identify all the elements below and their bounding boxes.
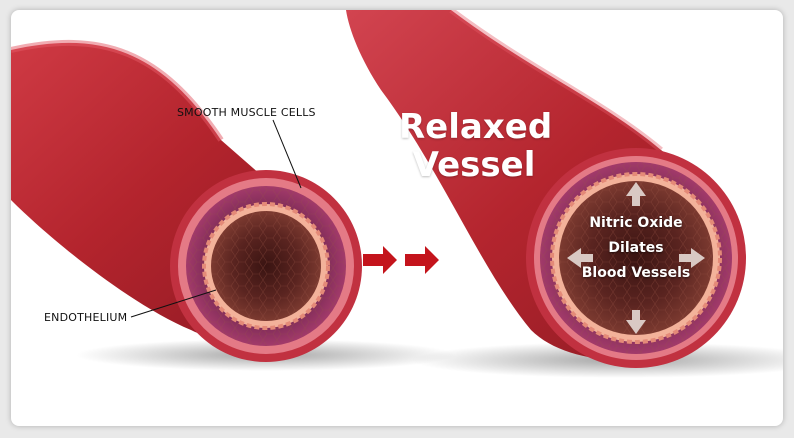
- left-cross-section: [170, 170, 362, 362]
- arrow-right-icon: [679, 248, 705, 268]
- arrow-left-icon: [567, 248, 593, 268]
- smooth-muscle-leader-line: [272, 119, 302, 189]
- relaxed-vessel-title: Relaxed Vessel: [399, 107, 553, 185]
- nitric-oxide-text: Nitric Oxide: [589, 215, 683, 231]
- transition-arrows: [363, 246, 439, 274]
- endothelium-label: ENDOTHELIUM: [44, 311, 128, 324]
- arrow-up-icon: [626, 182, 646, 206]
- title-line-1: Relaxed: [399, 107, 553, 147]
- dilation-arrows: [567, 182, 705, 334]
- endothelium-leader-line: [130, 289, 217, 318]
- title-line-2: Vessel: [412, 145, 536, 185]
- vessel-illustration: [11, 10, 783, 378]
- arrow-down-icon: [626, 310, 646, 334]
- right-cross-section: [526, 148, 746, 368]
- dilates-text: Dilates: [608, 240, 664, 256]
- red-arrow-1-icon: [363, 246, 397, 274]
- smooth-muscle-cells-label: SMOOTH MUSCLE CELLS: [177, 106, 316, 119]
- red-arrow-2-icon: [405, 246, 439, 274]
- blood-vessels-text: Blood Vessels: [581, 265, 691, 281]
- image-frame: SMOOTH MUSCLE CELLS ENDOTHELIUM Relaxed …: [11, 10, 783, 426]
